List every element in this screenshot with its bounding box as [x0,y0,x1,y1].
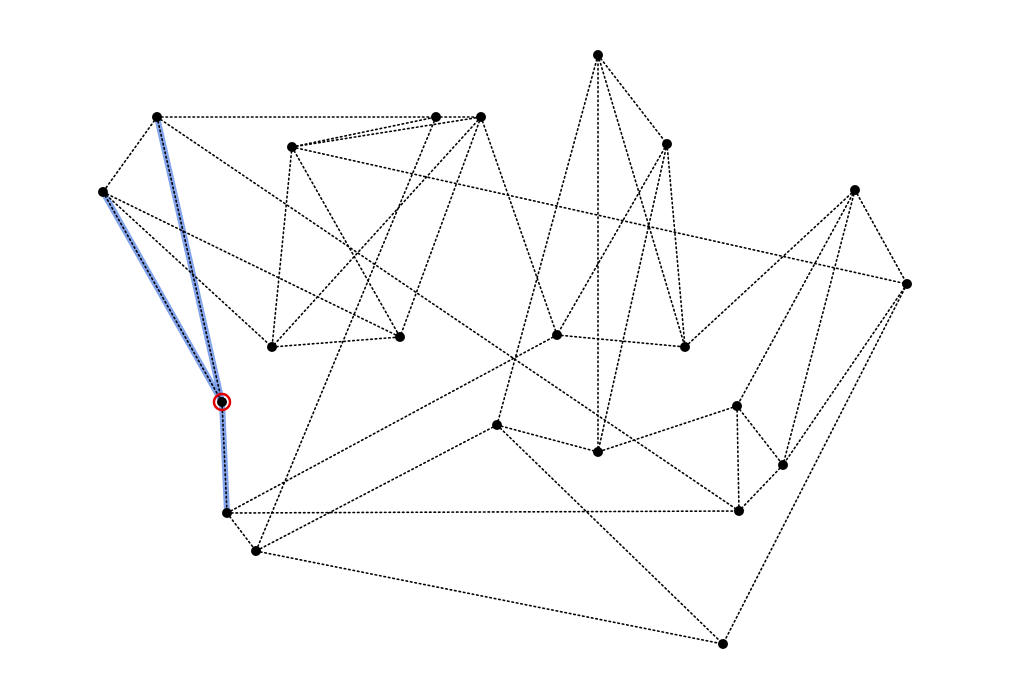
node-M[interactable] [680,342,690,352]
edge-D-K[interactable] [399,116,482,338]
node-T[interactable] [734,506,744,516]
node-K[interactable] [395,332,405,342]
node-P[interactable] [492,420,502,430]
edge-H-O[interactable] [736,189,856,407]
edges [102,54,908,645]
edge-E-I[interactable] [291,146,908,285]
edge-I-V[interactable] [722,283,908,645]
node-C[interactable] [431,112,441,122]
node-U[interactable] [251,546,261,556]
edge-F-G[interactable] [597,54,668,145]
edge-G-L[interactable] [556,143,668,336]
edge-A-T[interactable] [156,116,740,512]
edge-F-M[interactable] [597,54,686,348]
edge-S-T[interactable] [226,510,740,514]
edge-B-N[interactable] [102,191,223,403]
node-E[interactable] [287,142,297,152]
node-N[interactable] [217,397,227,407]
node-L[interactable] [552,330,562,340]
node-G[interactable] [662,139,672,149]
node-S[interactable] [222,508,232,518]
edge-R-T[interactable] [738,464,784,512]
node-Q[interactable] [593,447,603,457]
highlighted-edges [100,114,230,516]
node-A[interactable] [152,112,162,122]
edge-P-V[interactable] [496,424,724,645]
edge-E-J[interactable] [271,146,293,348]
node-V[interactable] [718,639,728,649]
edge-P-U[interactable] [255,424,498,552]
node-R[interactable] [778,460,788,470]
edge-D-L[interactable] [480,116,558,336]
edge-H-M[interactable] [684,189,856,348]
edge-S-U[interactable] [226,512,257,552]
edge-C-U[interactable] [255,116,437,552]
edge-O-Q[interactable] [597,405,738,453]
edge-D-J[interactable] [271,116,482,348]
edge-L-M[interactable] [556,334,686,348]
edge-E-K[interactable] [291,146,401,338]
edge-O-R[interactable] [736,405,784,466]
node-I[interactable] [902,279,912,289]
node-H[interactable] [850,185,860,195]
edge-F-P[interactable] [496,54,599,426]
nodes [98,50,912,649]
edge-E-D[interactable] [291,116,482,148]
edge-A-N[interactable] [156,116,223,403]
node-D[interactable] [476,112,486,122]
edge-I-R[interactable] [782,283,908,466]
node-J[interactable] [267,342,277,352]
edge-N-S[interactable] [221,401,228,514]
edge-A-B[interactable] [102,116,158,193]
edge-P-Q[interactable] [496,424,599,453]
edge-H-R[interactable] [782,189,856,466]
edge-E-C[interactable] [291,116,437,148]
node-O[interactable] [732,401,742,411]
edge-G-M[interactable] [666,143,686,348]
edge-L-S[interactable] [226,334,558,514]
edge-U-V[interactable] [255,550,724,645]
edge-O-T[interactable] [736,405,740,512]
edge-G-Q[interactable] [597,143,668,453]
selected-node-ring [212,392,232,412]
node-F[interactable] [593,50,603,60]
edge-B-K[interactable] [102,191,401,338]
edge-B-J[interactable] [102,191,273,348]
edge-J-K[interactable] [271,336,401,348]
node-B[interactable] [98,187,108,197]
edge-H-I[interactable] [854,189,908,285]
